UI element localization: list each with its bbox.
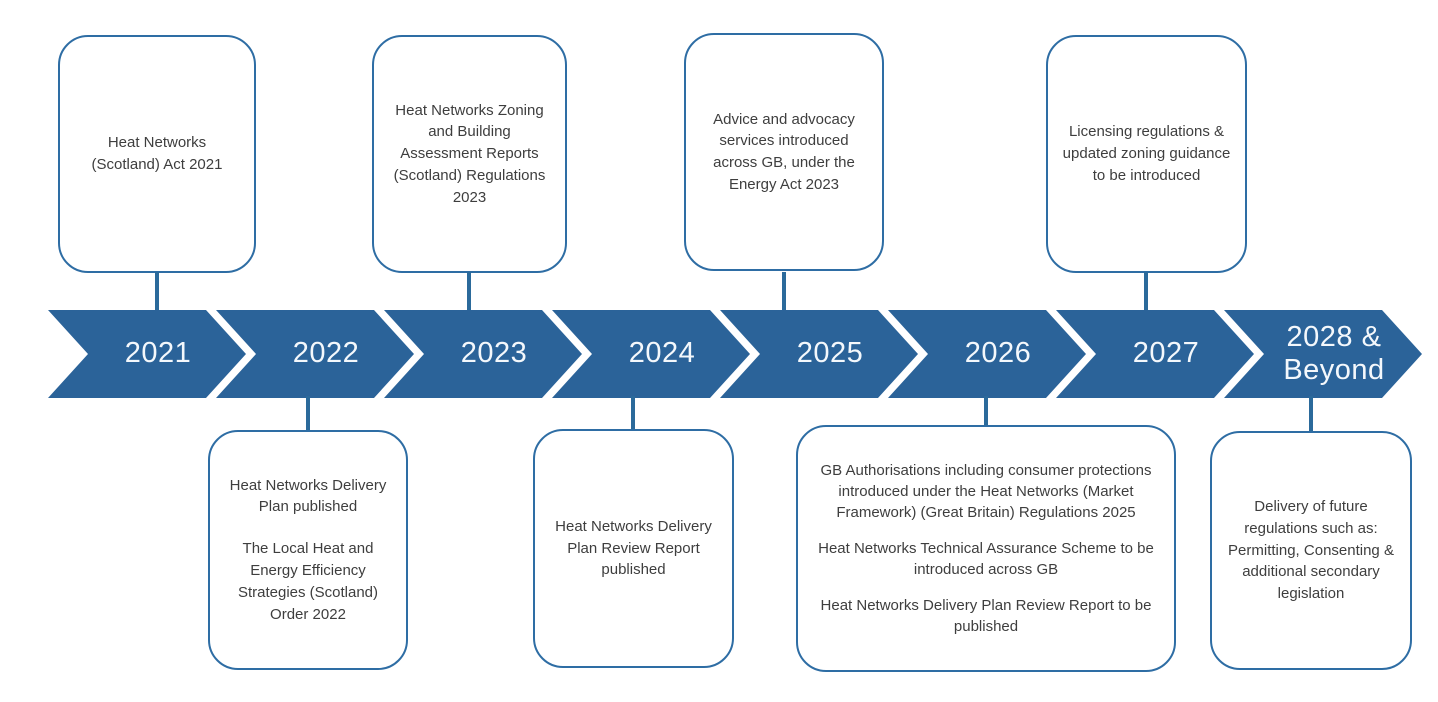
event-text: Heat Networks Zoning and Building Assess… — [393, 101, 546, 206]
event-box-2028-beyond: Delivery of future regulations such as: … — [1210, 431, 1412, 670]
event-box-2022: Heat Networks Delivery Plan published Th… — [208, 430, 408, 670]
connector-line-2025 — [782, 272, 786, 312]
connector-line-2028-beyond — [1309, 396, 1313, 432]
event-text: Heat Networks Delivery Plan Review Repor… — [555, 517, 712, 579]
event-text: Advice and advocacy services introduced … — [713, 110, 855, 193]
connector-line-2027 — [1144, 272, 1148, 312]
event-text: GB Authorisations including consumer pro… — [820, 461, 1152, 522]
year-label: 2026 — [964, 337, 1032, 370]
connector-line-2024 — [631, 396, 635, 432]
year-label: 2023 — [460, 337, 528, 370]
event-box-2023: Heat Networks Zoning and Building Assess… — [372, 35, 567, 273]
year-label: 2024 — [628, 337, 696, 370]
event-box-2026: GB Authorisations including consumer pro… — [796, 425, 1176, 672]
event-box-2027: Licensing regulations & updated zoning g… — [1046, 35, 1247, 273]
year-label: 2021 — [124, 337, 192, 370]
connector-line-2021 — [155, 272, 159, 312]
connector-line-2026 — [984, 396, 988, 432]
event-box-2024: Heat Networks Delivery Plan Review Repor… — [533, 429, 734, 668]
year-label: 2022 — [292, 337, 360, 370]
timeline-segment-2021: 2021 — [48, 310, 246, 398]
connector-line-2022 — [306, 396, 310, 432]
event-text: Licensing regulations & updated zoning g… — [1062, 123, 1231, 184]
event-box-2021: Heat Networks (Scotland) Act 2021 — [58, 35, 256, 273]
event-text: Heat Networks Delivery Plan Review Repor… — [820, 596, 1152, 635]
event-text: Heat Networks Technical Assurance Scheme… — [818, 539, 1154, 579]
year-label: 2027 — [1132, 337, 1200, 370]
year-label: 2025 — [796, 337, 864, 370]
timeline-segment-2025: 2025 — [720, 310, 918, 398]
event-text: Delivery of future regulations such as: … — [1228, 498, 1394, 603]
event-text: The Local Heat and Energy Efficiency Str… — [237, 540, 379, 623]
event-text: Heat Networks Delivery Plan published — [229, 476, 387, 516]
year-label: 2028 & Beyond — [1283, 320, 1385, 386]
connector-line-2023 — [467, 272, 471, 312]
event-text: Heat Networks (Scotland) Act 2021 — [91, 134, 223, 173]
event-box-2025: Advice and advocacy services introduced … — [684, 33, 884, 271]
